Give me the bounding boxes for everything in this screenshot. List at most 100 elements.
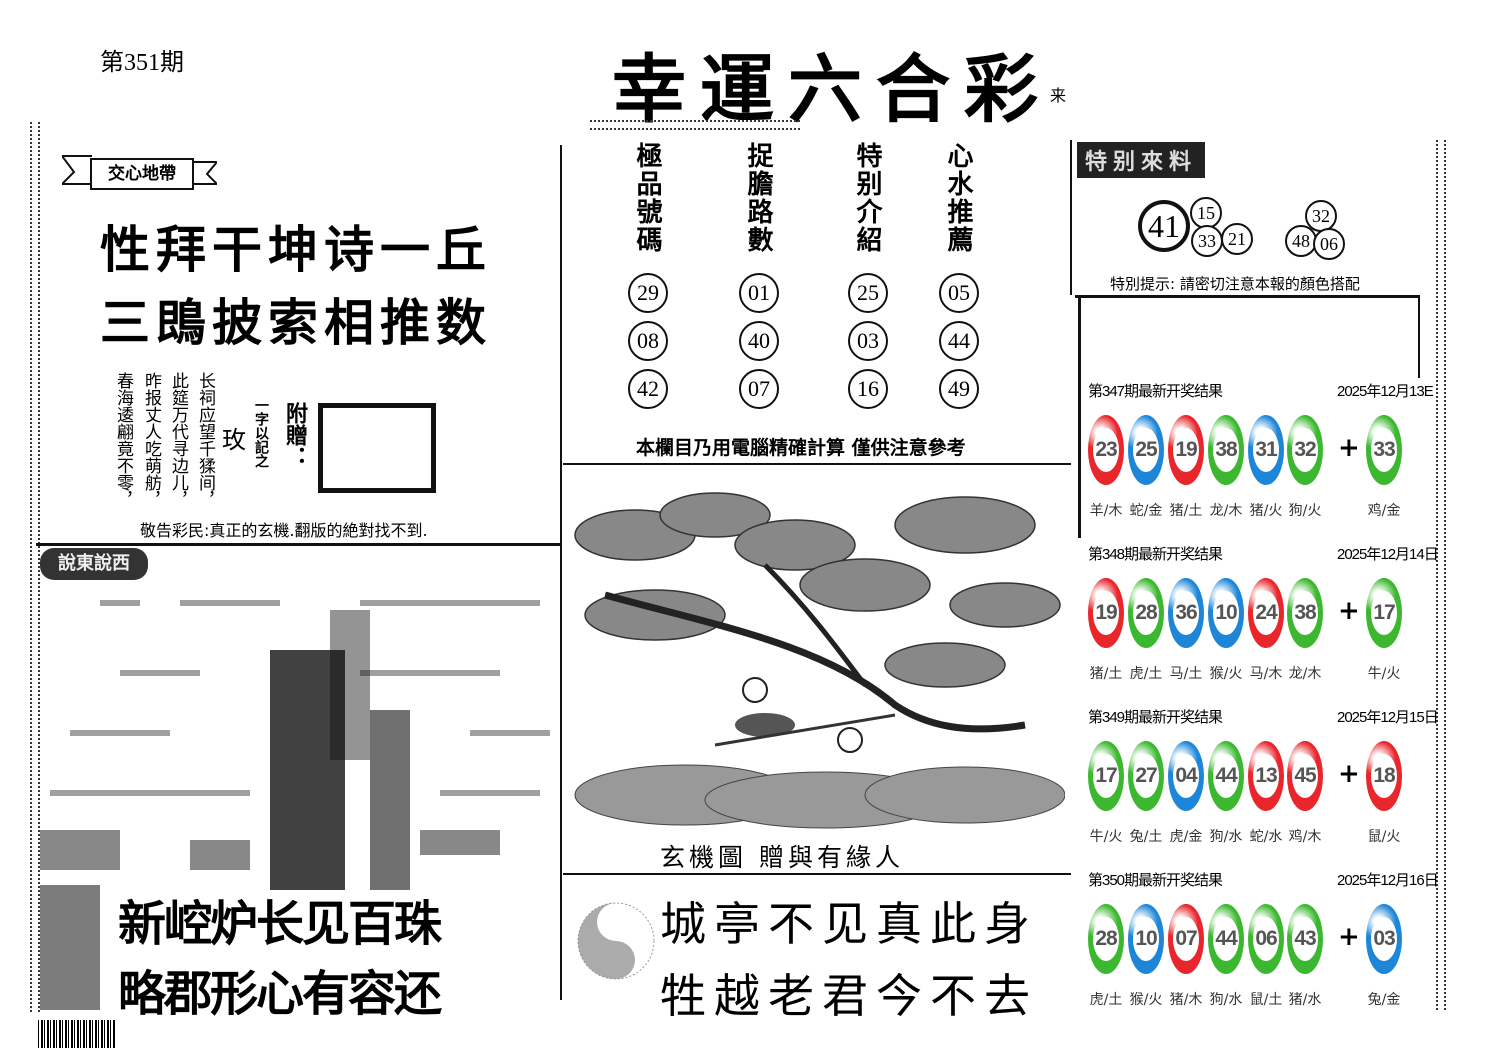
result-title: 第348期最新开奖结果 — [1088, 546, 1223, 563]
ball-number: 36 — [1173, 591, 1199, 635]
zodiac-label: 虎/金 — [1169, 829, 1203, 845]
section-label: 說東說西 — [40, 548, 148, 580]
number-circle: 06 — [1313, 228, 1345, 260]
zodiac-label: 兔/金 — [1367, 992, 1401, 1008]
lottery-ball: 33 — [1366, 415, 1402, 485]
ball-number: 10 — [1213, 591, 1239, 635]
divider-right-vertical-2 — [1418, 298, 1420, 378]
ball-number: 27 — [1133, 754, 1159, 798]
lottery-ball: 17 — [1088, 741, 1124, 811]
middle-poem-line-1: 城亭不见真此身 — [660, 897, 1038, 951]
lottery-ball: 04 — [1168, 741, 1204, 811]
faded-article — [40, 590, 555, 890]
zodiac-label: 猪/土 — [1089, 666, 1123, 682]
zodiac-label: 兔/土 — [1129, 829, 1163, 845]
lottery-ball: 10 — [1208, 578, 1244, 648]
plus-sign: + — [1338, 922, 1360, 952]
zodiac-label: 龙/木 — [1209, 503, 1243, 519]
ball-number: 18 — [1371, 754, 1397, 798]
zodiac-label: 猪/土 — [1169, 503, 1203, 519]
lottery-ball: 19 — [1168, 415, 1204, 485]
result-title: 第350期最新开奖结果 — [1088, 872, 1223, 889]
zodiac-label: 虎/土 — [1089, 992, 1123, 1008]
lottery-ball: 19 — [1088, 578, 1124, 648]
ball-number: 03 — [1371, 917, 1397, 961]
main-number: 41 — [1138, 200, 1190, 252]
ball-number: 19 — [1093, 591, 1119, 635]
lottery-ball: 06 — [1248, 904, 1284, 974]
column-title: 特别介紹 — [852, 142, 882, 254]
lottery-ball: 44 — [1208, 904, 1244, 974]
bottom-poem-line-1: 新崆炉长见百珠 — [118, 896, 442, 952]
zodiac-label: 牛/火 — [1089, 829, 1123, 845]
ball-number: 45 — [1292, 754, 1318, 798]
result-date: 2025年12月15日 — [1337, 709, 1439, 726]
number-circle: 16 — [848, 369, 888, 409]
lottery-ball: 10 — [1128, 904, 1164, 974]
result-date: 2025年12月14日 — [1337, 546, 1439, 563]
lottery-ball: 32 — [1287, 415, 1323, 485]
verse-column: 长祠应望千猱间， — [195, 372, 215, 508]
number-circle: 40 — [739, 321, 779, 361]
ball-number: 31 — [1253, 428, 1279, 472]
ball-number: 28 — [1133, 591, 1159, 635]
lottery-ball: 25 — [1128, 415, 1164, 485]
image-caption: 玄機圖 贈與有緣人 — [660, 843, 904, 872]
number-circle: 25 — [848, 273, 888, 313]
number-circle: 32 — [1305, 200, 1337, 232]
faded-block — [40, 885, 100, 1010]
column-title: 捉膽路數 — [743, 142, 773, 254]
bottom-poem-line-2: 略郡形心有容还 — [118, 966, 442, 1022]
middle-poem-line-2: 牲越老君今不去 — [660, 969, 1038, 1023]
zodiac-label: 鼠/火 — [1367, 829, 1401, 845]
gift-label: 附贈： — [282, 402, 308, 468]
ball-number: 38 — [1292, 591, 1318, 635]
ball-number: 44 — [1213, 754, 1239, 798]
number-circle: 44 — [939, 321, 979, 361]
lottery-ball: 24 — [1248, 578, 1284, 648]
special-label: 特别來料 — [1077, 142, 1206, 178]
hint-text: 特別提示: 請密切注意本報的顏色搭配 — [1110, 275, 1360, 293]
poem-line-2: 三鵖披索相推数 — [100, 293, 492, 352]
number-circle: 49 — [939, 369, 979, 409]
zodiac-label: 龙/木 — [1288, 666, 1322, 682]
ball-number: 25 — [1133, 428, 1159, 472]
lottery-ball: 44 — [1208, 741, 1244, 811]
zodiac-label: 狗/水 — [1209, 992, 1243, 1008]
column-title: 心水推薦 — [943, 142, 973, 254]
result-date: 2025年12月16日 — [1337, 872, 1439, 889]
number-circle: 05 — [939, 273, 979, 313]
decorative-vine — [590, 120, 800, 130]
zodiac-label: 鸡/金 — [1367, 503, 1401, 519]
ball-number: 23 — [1093, 428, 1119, 472]
ball-number: 07 — [1173, 917, 1199, 961]
ball-number: 43 — [1292, 917, 1318, 961]
result-date: 2025年12月13E — [1337, 383, 1434, 400]
lottery-ball: 36 — [1168, 578, 1204, 648]
verse-column: 此筵万代寻边儿， — [168, 372, 188, 508]
column-title: 極品號碼 — [632, 142, 662, 254]
divider-right-horizontal — [1075, 295, 1420, 298]
lottery-ball: 28 — [1128, 578, 1164, 648]
number-circle: 29 — [628, 273, 668, 313]
zodiac-label: 鸡/木 — [1288, 829, 1322, 845]
result-title: 第349期最新开奖结果 — [1088, 709, 1223, 726]
single-char: 玫 — [222, 426, 246, 454]
page-title: 幸運六合彩 — [612, 47, 1052, 133]
computer-note: 本欄目乃用電腦精確計算 僅供注意參考 — [636, 437, 966, 459]
zodiac-label: 马/木 — [1249, 666, 1283, 682]
divider-middle — [563, 463, 1071, 465]
number-circle: 07 — [739, 369, 779, 409]
zodiac-label: 马/土 — [1169, 666, 1203, 682]
zodiac-label: 猪/火 — [1249, 503, 1283, 519]
notice-text: 敬告彩民:真正的玄機.翻版的絶對找不到. — [140, 521, 428, 540]
ball-number: 04 — [1173, 754, 1199, 798]
ball-number: 13 — [1253, 754, 1279, 798]
lottery-ball: 17 — [1366, 578, 1402, 648]
zodiac-label: 狗/水 — [1209, 829, 1243, 845]
plus-sign: + — [1338, 433, 1360, 463]
number-circle: 33 — [1191, 225, 1223, 257]
lottery-ball: 18 — [1366, 741, 1402, 811]
divider-left-horizontal — [36, 543, 560, 546]
lottery-ball: 07 — [1168, 904, 1204, 974]
